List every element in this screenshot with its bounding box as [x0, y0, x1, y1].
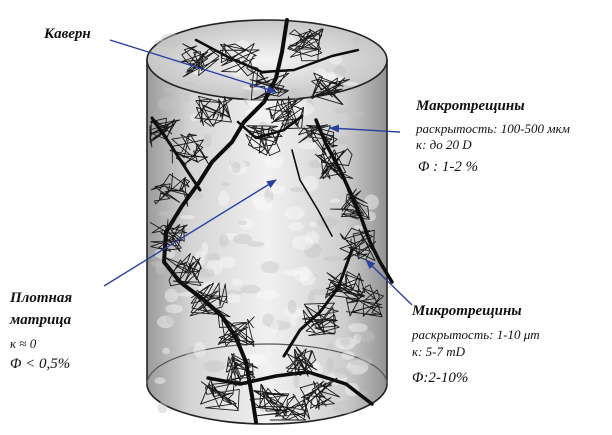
microfracture-porosity: Φ:2-10% — [412, 370, 468, 387]
microfracture-permeability: к: 5-7 mD — [412, 344, 465, 360]
rock-texture-spot — [161, 33, 182, 47]
rock-texture-spot — [334, 66, 346, 77]
rock-texture-spot — [350, 358, 373, 365]
rock-texture-spot — [310, 222, 317, 227]
rock-texture-spot — [288, 300, 297, 315]
rock-texture-spot — [292, 235, 313, 250]
rock-texture-spot — [264, 155, 284, 168]
rock-texture-spot — [240, 285, 260, 294]
rock-texture-spot — [364, 194, 379, 209]
rock-texture-spot — [326, 358, 334, 372]
cavern-label: Каверн — [44, 26, 91, 43]
rock-texture-spot — [165, 304, 183, 313]
rock-texture-spot — [334, 139, 345, 144]
rock-texture-spot — [162, 348, 170, 355]
rock-texture-spot — [270, 320, 279, 334]
rock-texture-spot — [220, 256, 236, 268]
rock-texture-spot — [165, 289, 178, 303]
rock-texture-spot — [324, 256, 344, 262]
rock-texture-spot — [218, 191, 229, 206]
microfracture-title: Микротрещины — [412, 303, 522, 320]
rock-texture-spot — [194, 342, 206, 358]
microfracture-aperture: раскрытость: 1-10 μm — [412, 327, 540, 343]
rock-texture-spot — [334, 108, 353, 114]
rock-texture-spot — [247, 242, 265, 247]
rock-texture-spot — [166, 313, 179, 325]
rock-texture-spot — [357, 331, 375, 342]
rock-texture-spot — [330, 198, 340, 203]
rock-texture-spot — [151, 261, 174, 267]
rock-texture-spot — [183, 92, 190, 102]
rock-texture-spot — [231, 162, 241, 174]
rock-texture-spot — [344, 82, 359, 86]
macrofracture-title: Макротрещины — [416, 98, 525, 115]
rock-texture-spot — [300, 266, 309, 281]
rock-texture-spot — [199, 269, 215, 278]
rock-texture-spot — [227, 293, 241, 303]
rock-texture-spot — [164, 88, 171, 93]
rock-texture-spot — [239, 221, 247, 226]
rock-texture-spot — [203, 360, 225, 372]
rock-texture-spot — [353, 36, 361, 45]
rock-texture-spot — [327, 343, 334, 350]
rock-texture-spot — [291, 313, 297, 327]
matrix-porosity: Φ < 0,5% — [10, 356, 70, 373]
macrofracture-porosity: Φ : 1-2 % — [418, 159, 478, 176]
rock-texture-spot — [317, 216, 339, 228]
rock-texture-spot — [158, 211, 174, 217]
rock-texture-spot — [340, 336, 350, 347]
rock-texture-spot — [180, 215, 195, 219]
rock-texture-spot — [348, 323, 368, 332]
rock-texture-spot — [293, 374, 299, 389]
matrix-permeability: к ≈ 0 — [10, 336, 36, 352]
rock-texture-spot — [282, 270, 303, 277]
rock-texture-spot — [261, 261, 279, 273]
rock-texture-spot — [203, 134, 212, 147]
matrix-title-line2: матрица — [10, 312, 71, 329]
rock-texture-spot — [231, 62, 243, 77]
rock-texture-spot — [154, 377, 165, 384]
rock-texture-spot — [333, 401, 356, 414]
rock-texture-spot — [182, 81, 195, 86]
rock-texture-spot — [221, 182, 231, 186]
rock-texture-spot — [257, 291, 280, 300]
rock-texture-spot — [219, 234, 229, 247]
rock-texture-spot — [334, 367, 353, 378]
rock-texture-spot — [269, 185, 286, 194]
macrofracture-aperture: раскрытость: 100-500 мкм — [416, 121, 570, 137]
rock-texture-spot — [157, 97, 177, 110]
macrofracture-permeability: к: до 20 D — [416, 137, 472, 153]
rock-texture-spot — [299, 142, 318, 150]
rock-texture-spot — [284, 207, 305, 220]
rock-texture-spot — [232, 279, 242, 286]
matrix-title-line1: Плотная — [10, 290, 72, 307]
rock-texture-spot — [288, 222, 304, 231]
rock-texture-spot — [341, 351, 354, 359]
rock-texture-spot — [288, 88, 302, 99]
rock-texture-spot — [158, 402, 168, 414]
rock-texture-spot — [253, 197, 273, 210]
rock-texture-spot — [365, 211, 376, 221]
